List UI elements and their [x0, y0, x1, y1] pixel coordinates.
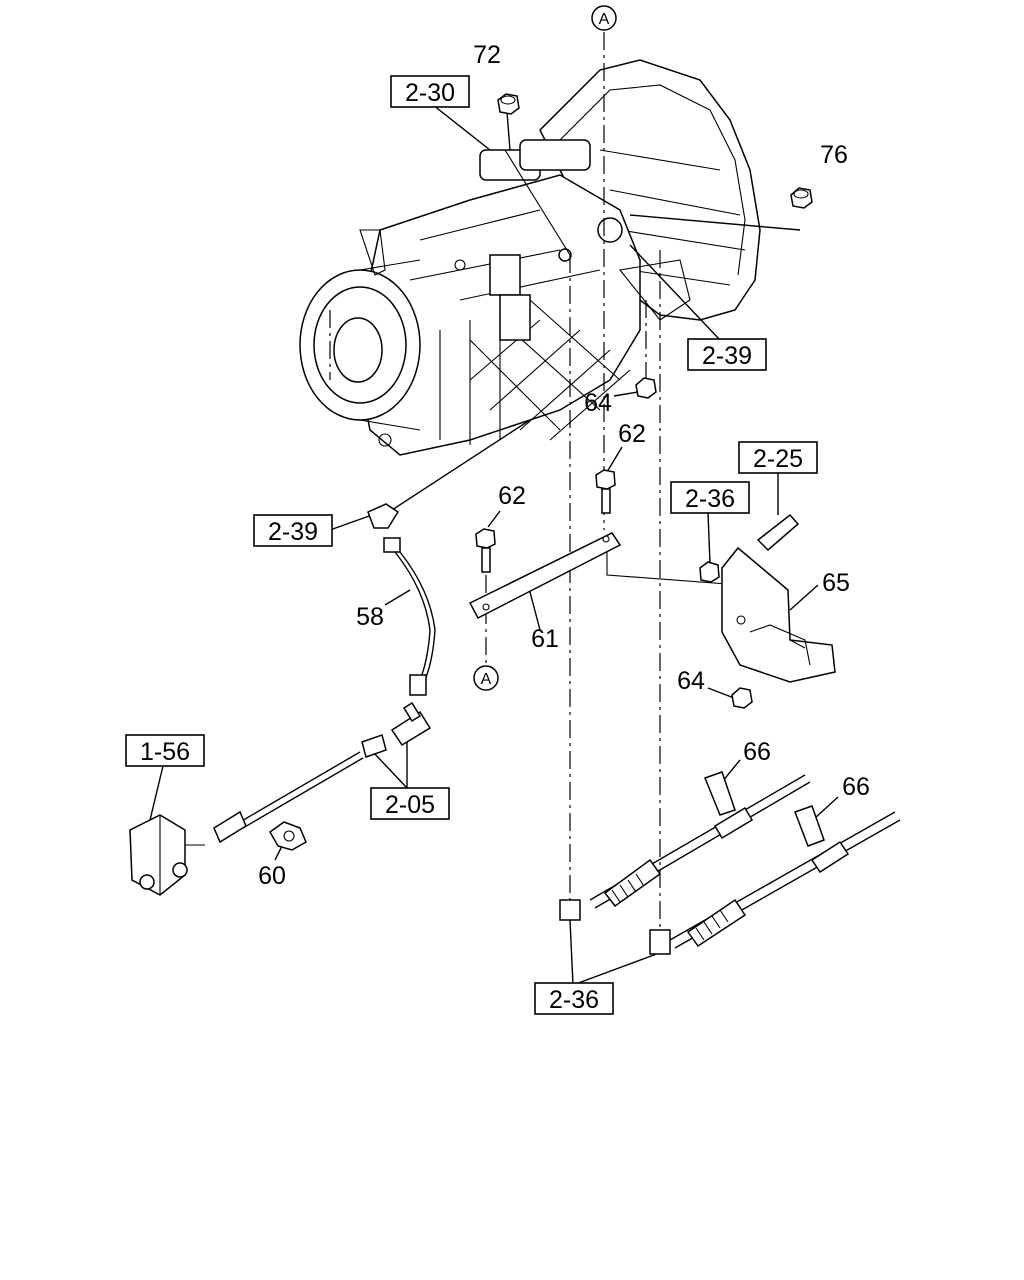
label-66-lower: 66 — [842, 773, 870, 801]
marker-a-top-label: A — [599, 11, 610, 28]
label-61: 61 — [531, 625, 559, 653]
clip-60 — [269, 821, 307, 851]
ref-1-56: 1-56 — [125, 734, 205, 767]
nut-64-upper — [635, 377, 657, 399]
ref-2-30-label: 2-30 — [405, 79, 455, 107]
label-62-right: 62 — [618, 420, 646, 448]
ref-2-36-lower: 2-36 — [534, 982, 614, 1015]
label-62-left: 62 — [498, 482, 526, 510]
label-76: 76 — [820, 141, 848, 169]
fitting-2-25 — [756, 513, 800, 552]
marker-a-bottom-label: A — [481, 671, 492, 688]
tee-2-05 — [361, 701, 432, 758]
elbow-2-39 — [367, 503, 400, 529]
ref-2-39-left-label: 2-39 — [268, 518, 318, 546]
transmission-assembly — [299, 59, 761, 456]
marker-a-top: A — [591, 5, 617, 31]
label-65: 65 — [822, 569, 850, 597]
hose-58 — [383, 537, 436, 696]
nut-2-36-upper — [699, 561, 720, 583]
label-64-upper: 64 — [584, 389, 612, 417]
marker-a-bottom: A — [473, 665, 499, 691]
ref-2-36-upper-label: 2-36 — [685, 485, 735, 513]
ref-2-39-right-label: 2-39 — [702, 342, 752, 370]
ref-2-36-lower-label: 2-36 — [549, 986, 599, 1014]
bracket-65 — [721, 546, 836, 683]
ref-2-25: 2-25 — [738, 441, 818, 474]
ref-2-25-label: 2-25 — [753, 445, 803, 473]
valve-1-56 — [129, 814, 205, 896]
nut-72 — [497, 93, 520, 115]
nut-76 — [790, 187, 813, 209]
ref-2-39-left: 2-39 — [253, 514, 333, 547]
plate-61 — [468, 532, 622, 620]
ref-2-05: 2-05 — [370, 787, 450, 820]
ref-2-39-right: 2-39 — [687, 338, 767, 371]
ref-2-05-label: 2-05 — [385, 791, 435, 819]
bolt-62-left — [475, 528, 496, 573]
label-60: 60 — [258, 862, 286, 890]
ref-1-56-label: 1-56 — [140, 738, 190, 766]
shift-cables — [559, 771, 901, 955]
bolt-62-right — [595, 469, 616, 514]
ref-2-36-upper: 2-36 — [670, 481, 750, 514]
nut-64-lower — [731, 687, 753, 709]
leader-lines — [149, 32, 839, 986]
label-72: 72 — [473, 41, 501, 69]
label-58: 58 — [356, 603, 384, 631]
label-66-upper: 66 — [743, 738, 771, 766]
ref-2-30: 2-30 — [390, 75, 470, 108]
label-64-lower: 64 — [677, 667, 705, 695]
cable-to-valve — [213, 751, 364, 844]
